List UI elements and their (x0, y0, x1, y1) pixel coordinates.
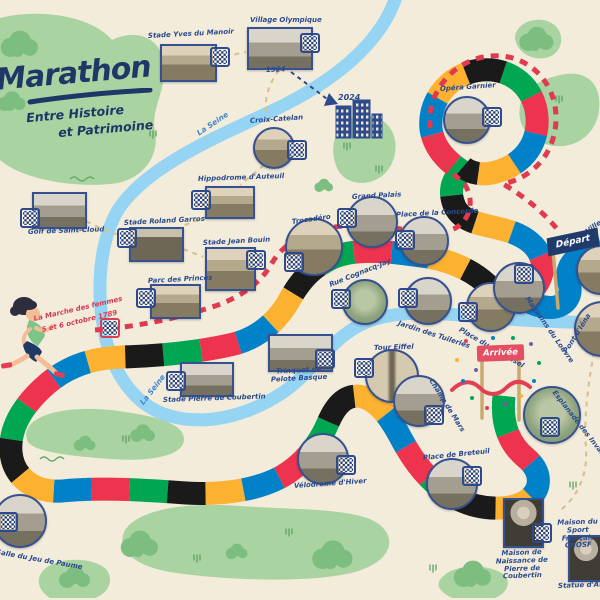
photo-parc-des-princes (150, 284, 201, 319)
qr-tour-eiffel (354, 358, 374, 378)
photo-esplanade-invalides (523, 386, 581, 444)
qr-marche-des-femmes (100, 318, 120, 338)
label-maison-sport: Maison du Sport Français CNOSF (557, 517, 598, 551)
march-route-dashed (94, 53, 559, 333)
qr-croix-catelan (287, 140, 307, 160)
finish-ribbon (450, 379, 532, 396)
photo-hippodrome-auteuil (205, 186, 255, 219)
qr-grand-palais (337, 208, 357, 228)
label-tour-eiffel: Tour Eiffel (373, 342, 414, 352)
qr-invalides (540, 417, 560, 437)
qr-trocadero (284, 252, 304, 272)
photo-roland-garros (129, 227, 184, 262)
qr-carrousel (458, 302, 478, 322)
label-maison-naissance: Maison de Naissance de Pierre de Coubert… (495, 547, 548, 581)
qr-cognacq-jay (331, 289, 351, 309)
qr-hippodrome-auteuil (191, 190, 211, 210)
qr-velodrome-hiver (336, 455, 356, 475)
qr-trinquet-pelote (315, 349, 335, 369)
photo-golf-saint-cloud (32, 192, 87, 229)
qr-tuileries (398, 288, 418, 308)
qr-roland-garros (117, 228, 137, 248)
confetti (455, 336, 541, 410)
label-village-olympique: Village Olympique (250, 16, 322, 24)
qr-yves-du-manoir (210, 47, 230, 67)
qr-champ-de-mars (424, 405, 444, 425)
qr-pierre-de-coubertin (166, 371, 186, 391)
bush-cluster (0, 26, 554, 588)
qr-jeu-de-paume (0, 512, 18, 532)
qr-breteuil (462, 466, 482, 486)
qr-jean-bouin (246, 250, 266, 270)
photo-stade-yves-du-manoir (160, 44, 217, 82)
arrow-1924-to-2024 (290, 71, 338, 106)
depart-flag-pole (551, 248, 560, 310)
qr-maison-naissance (532, 523, 552, 543)
photo-pierre-de-coubertin (180, 362, 234, 397)
title-underline-swoosh (27, 88, 153, 105)
label-2024: 2024 (338, 93, 361, 102)
runner-illustration (1, 297, 65, 379)
arrivee-banner: Arrivée (476, 344, 525, 362)
buildings-2024-icon (335, 99, 383, 139)
qr-parc-des-princes (136, 288, 156, 308)
photo-village-olympique (247, 27, 313, 70)
qr-magasins-louvre (514, 264, 534, 284)
qr-opera-garnier (482, 107, 502, 127)
photo-statue-alice (568, 535, 600, 582)
label-statue-alice: Statue d'Alice Milliat (557, 579, 600, 590)
qr-village-olympique (300, 33, 320, 53)
label-1924: 1924 (265, 65, 286, 74)
qr-golf-saint-cloud (20, 208, 40, 228)
qr-concorde (395, 230, 415, 250)
